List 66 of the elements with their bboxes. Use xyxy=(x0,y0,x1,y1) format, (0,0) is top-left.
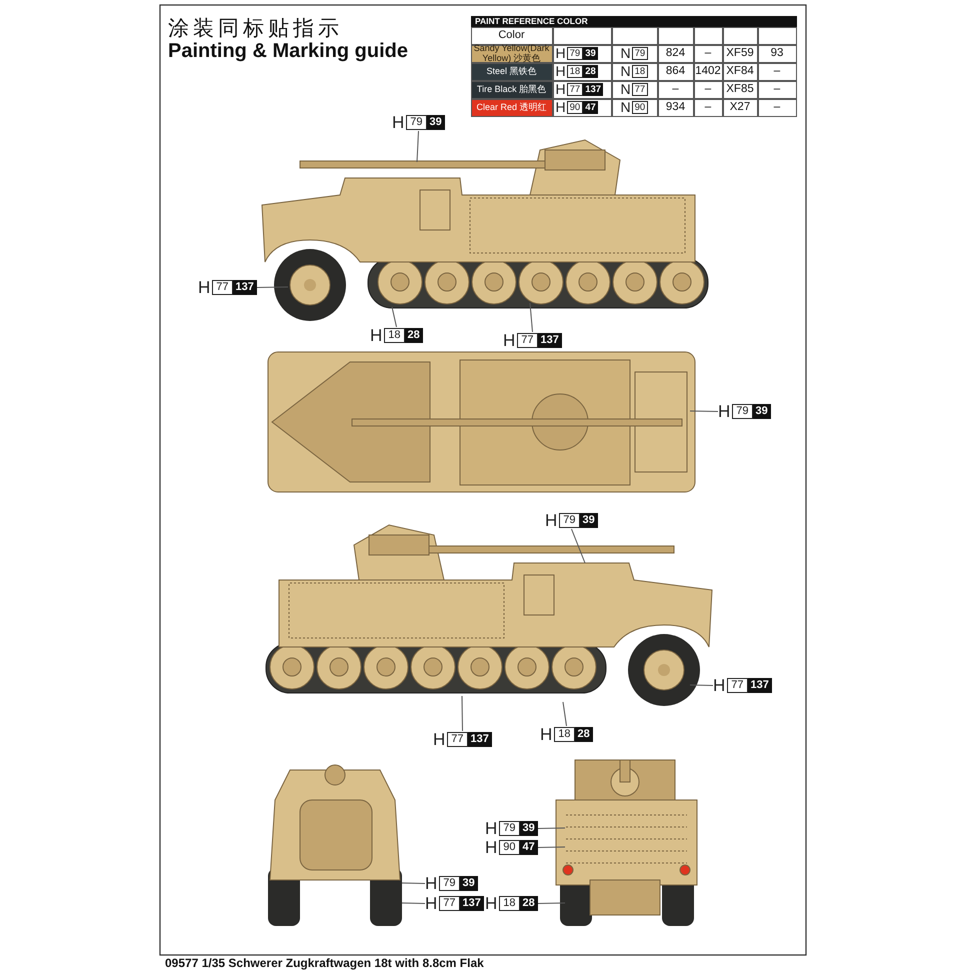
leader-line xyxy=(392,306,397,328)
table-cell: N 90 xyxy=(612,98,658,116)
leader-line xyxy=(538,902,566,904)
leader-line xyxy=(690,410,718,412)
halftrack-front-view-drawing xyxy=(268,764,402,926)
heading: Painting & Marking guide xyxy=(168,40,408,63)
table-cell: H 77 137 xyxy=(552,80,612,98)
table-cell: 93 xyxy=(758,44,796,62)
table-cell: Clear Red 透明红 xyxy=(470,98,552,116)
table-cell: H 18 28 xyxy=(552,62,612,80)
table-cell: N 77 xyxy=(612,80,658,98)
leader-line xyxy=(571,528,586,564)
table-cell: – xyxy=(758,62,796,80)
leader-line xyxy=(256,286,288,288)
paint-callout: H 18 28 xyxy=(485,895,538,912)
paint-callout: H 90 47 xyxy=(485,839,538,856)
halftrack-side-view-drawing xyxy=(266,524,712,706)
table-cell: 934 xyxy=(658,98,694,116)
halftrack-top-view-drawing xyxy=(268,352,696,492)
paint-callout: H 77 137 xyxy=(425,895,484,912)
table-cell: – xyxy=(694,80,722,98)
footer-text: 09577 1/35 Schwerer Zugkraftwagen 18t with 8.8cm Flak xyxy=(165,956,484,970)
leader-line xyxy=(402,902,426,904)
table-cell: N 79 xyxy=(612,44,658,62)
leader-line xyxy=(562,702,567,726)
paint-callout: H 77 137 xyxy=(713,677,772,694)
table-cell: – xyxy=(658,80,694,98)
paint-callout: H 77 137 xyxy=(198,279,257,296)
halftrack-side-view-drawing xyxy=(262,139,708,321)
table-cell: 824 xyxy=(658,44,694,62)
leader-line xyxy=(462,696,463,732)
halftrack-rear-view-drawing xyxy=(556,760,698,926)
table-cell: X27 xyxy=(722,98,758,116)
leader-line xyxy=(416,130,419,162)
table-cell: N 18 xyxy=(612,62,658,80)
table-cell: 1402 xyxy=(694,62,722,80)
table-cell: Steel 黑铁色 xyxy=(470,62,552,80)
leader-line xyxy=(538,846,566,848)
leader-line xyxy=(402,882,426,884)
table-cell: H 90 47 xyxy=(552,98,612,116)
leader-line xyxy=(538,828,566,829)
table-cell: – xyxy=(758,80,796,98)
leader-line xyxy=(530,302,533,332)
table-cell: XF85 xyxy=(722,80,758,98)
heading: 涂装同标贴指示 xyxy=(168,16,343,42)
table-cell: Sandy Yellow(Dark Yellow) 沙黄色 xyxy=(470,44,552,62)
table-header-cell: Color xyxy=(470,26,552,44)
paint-callout: H 79 39 xyxy=(545,512,598,529)
table-cell: 864 xyxy=(658,62,694,80)
paint-callout: H 18 28 xyxy=(540,726,593,743)
paint-callout: H 77 137 xyxy=(433,731,492,748)
paint-callout: H 77 137 xyxy=(503,332,562,349)
table-title: PAINT REFERENCE COLOR xyxy=(471,16,797,27)
table-cell: – xyxy=(694,98,722,116)
table-cell: H 79 39 xyxy=(552,44,612,62)
paint-callout: H 79 39 xyxy=(485,820,538,837)
paint-callout: H 79 39 xyxy=(718,403,771,420)
table-cell: XF84 xyxy=(722,62,758,80)
paint-callout: H 18 28 xyxy=(370,327,423,344)
table-cell: – xyxy=(694,44,722,62)
leader-line xyxy=(690,684,714,686)
table-cell: XF59 xyxy=(722,44,758,62)
paint-callout: H 79 39 xyxy=(425,875,478,892)
table-cell: – xyxy=(758,98,796,116)
paint-callout: H 79 39 xyxy=(392,114,445,131)
table-cell: Tire Black 胎黑色 xyxy=(470,80,552,98)
